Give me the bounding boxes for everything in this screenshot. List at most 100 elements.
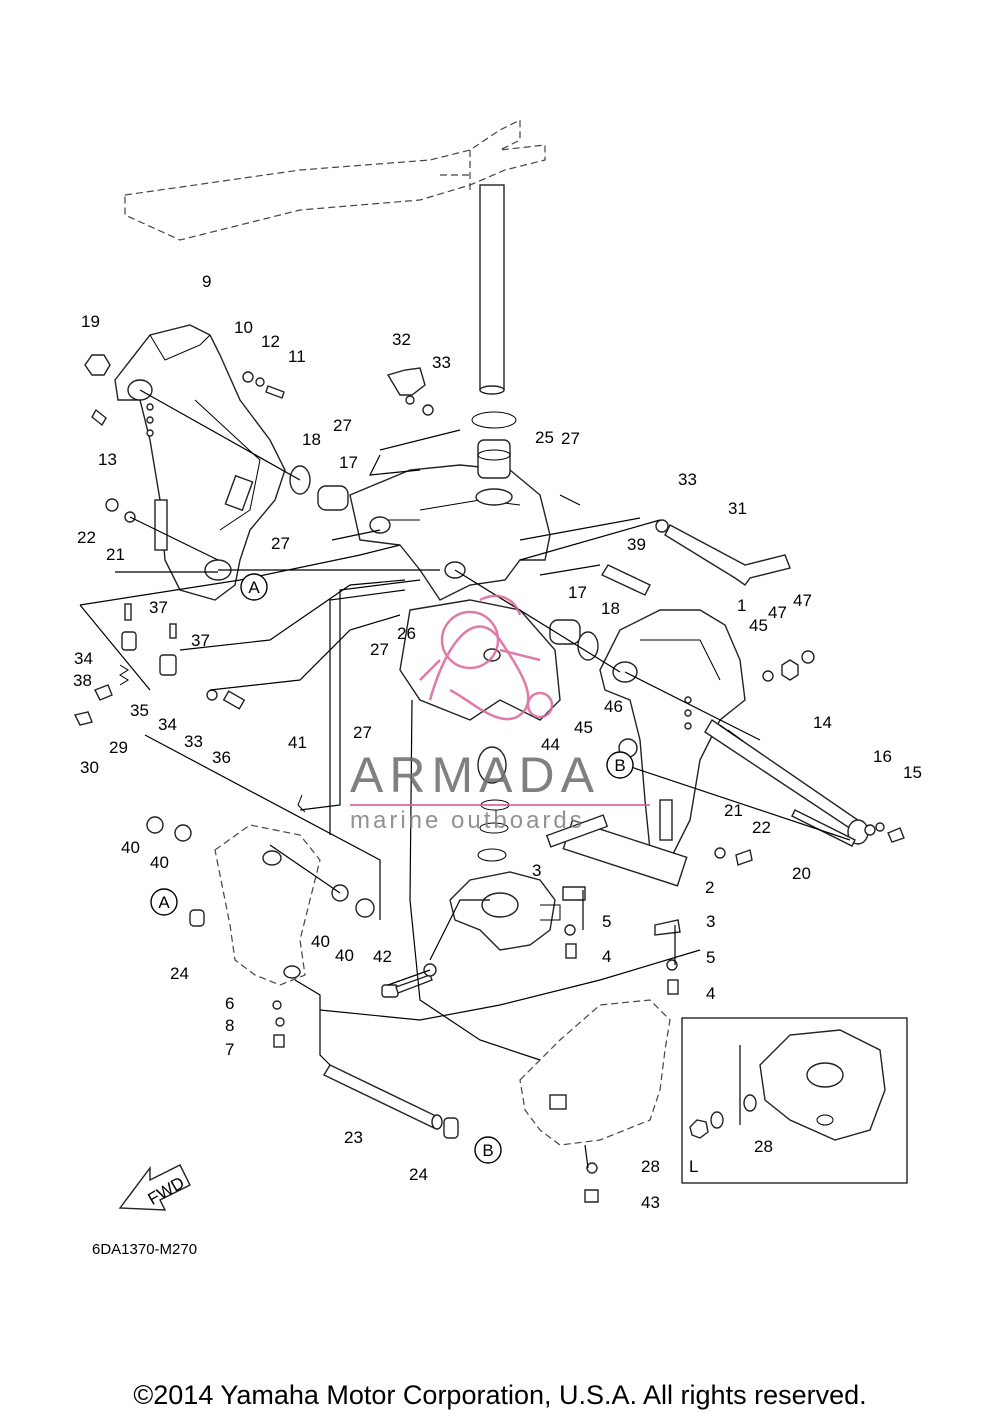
callout-6: 6 [225, 994, 234, 1013]
callout-5a: 5 [602, 912, 611, 931]
tilt-stop-lever [600, 519, 791, 596]
trim-lever [386, 367, 434, 416]
callout-37b: 37 [191, 631, 210, 650]
callout-25: 25 [535, 428, 554, 447]
callout-44: 44 [541, 735, 560, 754]
clamp-bracket-right [599, 609, 746, 861]
ref-b-bottom: B [482, 1141, 493, 1160]
callout-7: 7 [225, 1040, 234, 1059]
inset-detail-l [681, 1017, 908, 1184]
callout-31: 31 [728, 499, 747, 518]
callout-33a: 33 [432, 353, 451, 372]
callout-4b: 4 [706, 984, 715, 1003]
lower-mount [449, 746, 561, 951]
callout-27d: 27 [370, 640, 389, 659]
callout-29: 29 [109, 738, 128, 757]
callout-47b: 47 [793, 591, 812, 610]
callout-18b: 18 [601, 599, 620, 618]
left-hardware [73, 354, 375, 918]
clamp-bracket-left [114, 324, 286, 601]
trim-unit-ghost [214, 824, 321, 986]
callout-38: 38 [73, 671, 92, 690]
fwd-arrow: FWD [118, 1164, 191, 1211]
ref-marker-b-top [606, 751, 634, 779]
callout-19: 19 [81, 312, 100, 331]
callout-5b: 5 [706, 948, 715, 967]
callout-34b: 34 [158, 715, 177, 734]
callout-15: 15 [903, 763, 922, 782]
callout-8: 8 [225, 1016, 234, 1035]
callout-32: 32 [392, 330, 411, 349]
tilt-shaft [704, 718, 876, 845]
callout-11: 11 [288, 347, 306, 366]
callout-27a: 27 [333, 416, 352, 435]
lower-casing-ghost [519, 999, 671, 1146]
callout-40b: 40 [150, 853, 169, 872]
callout-2: 2 [705, 878, 714, 897]
callout-10: 10 [234, 318, 253, 337]
watermark-logo [419, 594, 554, 721]
callout-27b: 27 [561, 429, 580, 448]
tilt-pin [189, 909, 459, 1139]
callout-16: 16 [873, 747, 892, 766]
callout-42: 42 [373, 947, 392, 966]
callout-21b: 21 [724, 801, 743, 820]
callout-12: 12 [261, 332, 280, 351]
callout-34a: 34 [74, 649, 93, 668]
ref-marker-a-bottom [150, 888, 178, 916]
watermark-tagline: marine outboards [350, 807, 585, 834]
callout-30: 30 [80, 758, 99, 777]
callout-22a: 22 [77, 528, 96, 547]
callout-40d: 40 [335, 946, 354, 965]
callout-28b: 28 [754, 1137, 773, 1156]
callout-18a: 18 [302, 430, 321, 449]
callout-26: 26 [397, 624, 416, 643]
callout-4a: 4 [602, 947, 611, 966]
right-hardware [272, 650, 905, 1203]
callout-3b: 3 [706, 912, 715, 931]
callout-3a: 3 [532, 861, 541, 880]
callout-41: 41 [288, 733, 307, 752]
callout-43: 43 [641, 1193, 660, 1212]
ref-marker-b-bottom [474, 1136, 502, 1164]
callout-22b: 22 [752, 818, 771, 837]
callout-33c: 33 [184, 732, 203, 751]
callout-23: 23 [344, 1128, 363, 1147]
callout-39: 39 [627, 535, 646, 554]
callout-45b: 45 [749, 616, 768, 635]
steering-bushings [471, 411, 517, 479]
watermark-underline [350, 804, 650, 806]
callout-46: 46 [604, 697, 623, 716]
callout-47a: 47 [768, 603, 787, 622]
callout-1: 1 [737, 596, 746, 615]
callout-35: 35 [130, 701, 149, 720]
ref-marker-a-top [240, 573, 268, 601]
callout-40a: 40 [121, 838, 140, 857]
callout-36: 36 [212, 748, 231, 767]
callout-9: 9 [202, 272, 211, 291]
inset-label: L [689, 1157, 698, 1176]
callout-37a: 37 [149, 598, 168, 617]
leader-lines [79, 389, 851, 1169]
callout-17b: 17 [568, 583, 587, 602]
callout-14: 14 [813, 713, 832, 732]
ref-a-top: A [248, 578, 260, 597]
callout-20: 20 [792, 864, 811, 883]
reference-markers: A A B B [150, 573, 634, 1164]
callout-33b: 33 [678, 470, 697, 489]
watermark: ARMADA marine outboards [350, 594, 650, 834]
ref-b-top: B [614, 756, 625, 775]
callout-24a: 24 [170, 964, 189, 983]
callout-28a: 28 [641, 1157, 660, 1176]
watermark-brand: ARMADA [350, 747, 600, 803]
steering-arm-ghost [124, 119, 546, 395]
callout-27c: 27 [271, 534, 290, 553]
swivel-bracket [349, 454, 561, 721]
ref-a-bottom: A [158, 893, 170, 912]
callout-45a: 45 [574, 718, 593, 737]
callout-40c: 40 [311, 932, 330, 951]
callouts: 1 2 3 3 4 4 5 5 6 7 8 9 10 11 12 13 14 1… [73, 272, 922, 1212]
callout-17a: 17 [339, 453, 358, 472]
diagram-code: 6DA1370-M270 [92, 1241, 197, 1258]
